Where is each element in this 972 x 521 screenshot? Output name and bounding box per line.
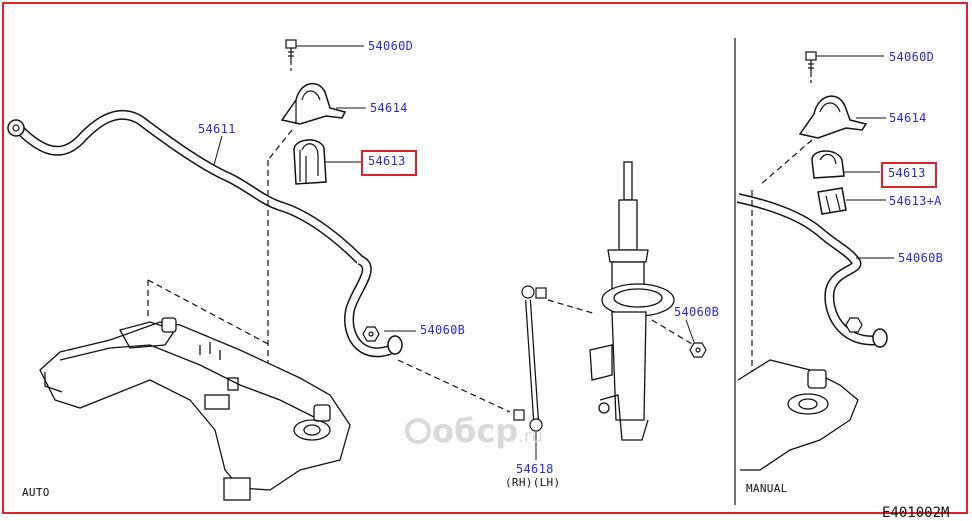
watermark: oбcp.ru xyxy=(432,412,543,450)
label-bushing-manual[interactable]: 54613 xyxy=(888,166,926,180)
label-bracket-auto[interactable]: 54614 xyxy=(370,101,408,115)
stabilizer-bar-manual xyxy=(736,193,888,348)
bolt-auto xyxy=(285,39,297,72)
leader-lines-auto xyxy=(147,129,693,420)
highlight-box-auto xyxy=(361,150,417,176)
bushing-auto xyxy=(293,139,327,185)
stabilizer-bar-auto xyxy=(7,109,403,358)
nut-strut xyxy=(689,342,707,358)
leader-lines-manual xyxy=(751,139,813,400)
label-link-sides: (RH)(LH) xyxy=(505,476,561,489)
label-bar[interactable]: 54611 xyxy=(198,122,236,136)
bushing-a-manual xyxy=(817,187,847,215)
diagram-code: E401002M xyxy=(882,505,950,521)
subframe-manual xyxy=(737,359,859,471)
nut-auto xyxy=(362,326,380,342)
label-leaders xyxy=(213,45,894,460)
bolt-manual xyxy=(805,51,817,84)
subframe-auto xyxy=(39,317,351,501)
label-link[interactable]: 54618 xyxy=(516,462,554,476)
label-bolt-manual[interactable]: 54060D xyxy=(889,50,935,64)
label-nut-manual[interactable]: 54060B xyxy=(898,251,944,265)
strut-assembly xyxy=(589,161,675,441)
label-bracket-manual[interactable]: 54614 xyxy=(889,111,927,125)
label-bushing-a-manual[interactable]: 54613+A xyxy=(889,194,942,208)
bushing-manual xyxy=(811,150,845,179)
label-bolt-auto[interactable]: 54060D xyxy=(368,39,414,53)
section-label-manual: MANUAL xyxy=(746,482,788,495)
label-nut-strut[interactable]: 54060B xyxy=(674,305,720,319)
label-nut-auto[interactable]: 54060B xyxy=(420,323,466,337)
watermark-logo-icon xyxy=(405,418,431,444)
section-label-auto: AUTO xyxy=(22,486,50,499)
bracket-auto xyxy=(280,82,347,125)
highlight-box-manual xyxy=(881,162,937,188)
label-bushing-auto[interactable]: 54613 xyxy=(368,154,406,168)
bracket-manual xyxy=(798,95,868,139)
nut-manual-shape xyxy=(845,317,863,333)
stabilizer-link xyxy=(513,285,547,432)
